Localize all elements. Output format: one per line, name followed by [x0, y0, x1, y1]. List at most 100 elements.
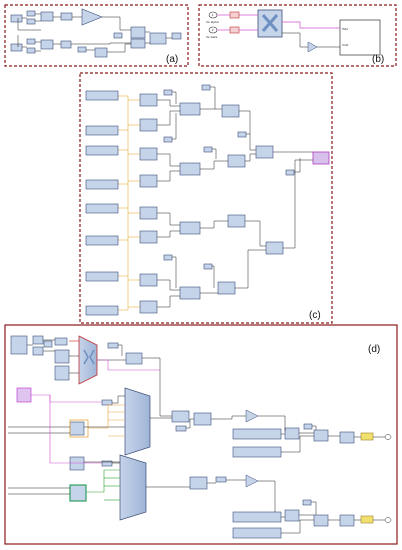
gain-triangle [81, 8, 103, 26]
input-block [85, 125, 119, 136]
block [171, 32, 182, 40]
gateway-in-1 [229, 11, 240, 19]
panel-c-inputs [85, 90, 119, 316]
panel-c: (c) [79, 72, 333, 324]
input-block [85, 203, 119, 214]
panel-b-border [198, 4, 397, 67]
block [10, 14, 23, 23]
highlight-frame [69, 419, 89, 438]
const-block [163, 136, 173, 143]
block [339, 431, 355, 444]
input-block [85, 271, 119, 282]
block [284, 427, 300, 440]
panel-d-wires-green [86, 469, 120, 501]
block [215, 476, 227, 483]
gain-triangle [307, 41, 318, 53]
op-block [179, 221, 201, 235]
block [232, 527, 282, 539]
inport-1-label: Vs alpha [206, 20, 219, 24]
panel-a-label: (a) [166, 54, 178, 65]
op-block [139, 118, 158, 132]
inport-2-label: Vs beta [206, 35, 217, 39]
op-block [179, 162, 201, 176]
block [10, 335, 28, 355]
block [10, 43, 23, 52]
op-block [139, 206, 158, 220]
panel-b-wires-magenta [217, 14, 340, 31]
subsystem-out-1: Tsfa [341, 27, 348, 31]
panel-b-wires [282, 32, 340, 48]
block [26, 10, 36, 17]
const-block [203, 263, 213, 270]
const-block [163, 254, 173, 261]
block [43, 340, 53, 348]
block [284, 509, 300, 522]
block [232, 446, 282, 458]
block [54, 337, 68, 346]
input-block [85, 305, 119, 316]
panel-d-border [4, 324, 398, 545]
const-block [163, 89, 173, 96]
const-block [201, 84, 211, 91]
block [60, 40, 72, 49]
mux-block-3 [119, 454, 147, 521]
const-block [203, 146, 213, 153]
panel-a: (a) [4, 4, 189, 67]
op-block [139, 147, 158, 161]
gateway-out-1 [360, 432, 374, 441]
xilinx-logo-icon [83, 349, 95, 365]
input-block [85, 145, 119, 156]
inport-2-number: 2 [212, 28, 214, 32]
const-block [237, 131, 247, 138]
block [26, 47, 36, 54]
input-block [85, 179, 119, 190]
block [130, 38, 146, 49]
panel-a-border [4, 4, 189, 67]
panel-d-wires-orange [88, 404, 125, 437]
block [107, 342, 119, 349]
block [60, 12, 73, 21]
block [171, 410, 190, 423]
op-block [217, 281, 236, 295]
panel-c-wires [157, 86, 313, 308]
op-block [227, 154, 246, 168]
op-block [139, 230, 158, 244]
block [193, 412, 212, 426]
op-block [139, 300, 158, 314]
block [232, 428, 282, 440]
op-block [265, 241, 284, 255]
block [339, 514, 355, 527]
mux-block [78, 335, 98, 385]
op-block [221, 104, 240, 118]
gain-triangle [245, 409, 259, 423]
block [101, 460, 113, 467]
panel-d-wires-magenta [31, 359, 160, 464]
input-block [85, 235, 119, 246]
panel-a-blocks [10, 10, 182, 58]
block [40, 39, 54, 50]
block [130, 26, 146, 39]
block [313, 514, 329, 527]
op-block [255, 145, 274, 159]
op-block [139, 273, 158, 287]
block [54, 365, 70, 381]
selected-block [16, 387, 32, 403]
panel-c-ops [139, 84, 295, 314]
xilinx-logo-icon [261, 14, 279, 32]
outport-1 [384, 434, 392, 440]
output-op-block [312, 151, 330, 165]
block [232, 511, 282, 523]
op-block [139, 174, 158, 188]
block [32, 335, 44, 345]
block [94, 47, 108, 58]
op-block [227, 214, 246, 228]
block [175, 425, 187, 432]
block [125, 352, 143, 365]
block [313, 429, 329, 442]
panel-c-bus [118, 95, 140, 311]
block [77, 46, 87, 53]
input-block [85, 90, 119, 101]
panel-d-mid-blocks [171, 410, 355, 539]
op-block [139, 93, 158, 107]
block [32, 346, 44, 356]
